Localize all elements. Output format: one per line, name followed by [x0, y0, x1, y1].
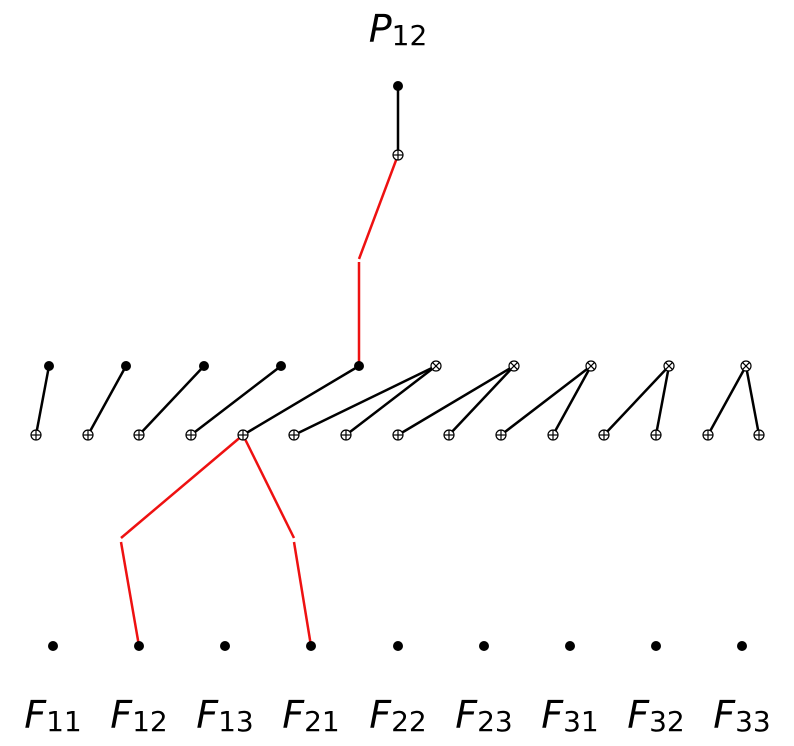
edge — [744, 365, 761, 436]
plus-nodes — [30, 149, 765, 441]
highlight-edge — [120, 434, 244, 539]
edge — [448, 365, 515, 436]
plus-node — [340, 429, 352, 441]
leaf-node — [651, 641, 661, 651]
leaf-label: F32 — [627, 693, 685, 738]
plus-node — [598, 429, 610, 441]
edge — [706, 365, 748, 436]
leaf-label: F23 — [455, 693, 513, 738]
leaf-node — [393, 641, 403, 651]
edge — [345, 365, 437, 436]
edge — [34, 365, 51, 436]
plus-node — [288, 429, 300, 441]
edge — [190, 365, 282, 436]
times-node — [740, 360, 752, 372]
edge — [551, 365, 593, 436]
leaf-label: F11 — [24, 693, 82, 738]
plus-node — [133, 429, 145, 441]
middle-node — [354, 361, 364, 371]
plus-node — [443, 429, 455, 441]
edge — [500, 365, 592, 436]
plus-node — [185, 429, 197, 441]
leaf-label: F33 — [713, 693, 771, 738]
leaf-label: F31 — [541, 693, 599, 738]
leaf-label: F12 — [110, 693, 168, 738]
edge — [242, 364, 360, 437]
leaf-label: F13 — [196, 693, 254, 738]
plus-node — [547, 429, 559, 441]
leaf-node — [134, 641, 144, 651]
leaf-node — [565, 641, 575, 651]
root-node — [393, 81, 403, 91]
leaf-labels: F11 F12 F13 F21 F22 F23 F31 F32 F33 — [24, 693, 771, 738]
leaf-label: F21 — [282, 693, 340, 738]
edge — [397, 364, 515, 437]
highlight-edge — [241, 434, 296, 539]
edge — [603, 365, 670, 436]
times-nodes — [430, 360, 752, 372]
middle-node — [276, 361, 286, 371]
times-node — [585, 360, 597, 372]
plus-node — [753, 429, 765, 441]
plus-node — [392, 429, 404, 441]
middle-node — [121, 361, 131, 371]
edge — [138, 365, 205, 436]
leaf-node — [479, 641, 489, 651]
plus-node — [237, 429, 249, 441]
leaf-node — [737, 641, 747, 651]
top-node-label: P12 — [369, 7, 428, 52]
plus-node — [82, 429, 94, 441]
edge — [654, 365, 671, 436]
plus-node — [702, 429, 714, 441]
middle-node — [199, 361, 209, 371]
leaf-node — [306, 641, 316, 651]
plus-node — [495, 429, 507, 441]
lower-highlight-edges — [119, 434, 313, 647]
middle-edges — [34, 364, 761, 437]
middle-node — [44, 361, 54, 371]
plus-node — [392, 149, 404, 161]
edge — [86, 365, 128, 436]
times-node — [508, 360, 520, 372]
times-node — [430, 360, 442, 372]
leaf-node — [220, 641, 230, 651]
leaf-node — [48, 641, 58, 651]
plus-node — [650, 429, 662, 441]
times-node — [663, 360, 675, 372]
leaf-label: F22 — [369, 693, 427, 738]
highlight-edge — [292, 541, 313, 647]
highlight-edge-upper-1 — [357, 154, 400, 260]
edge — [293, 364, 437, 437]
plus-node — [30, 429, 42, 441]
highlight-edge — [119, 541, 141, 647]
solid-nodes — [44, 81, 747, 651]
